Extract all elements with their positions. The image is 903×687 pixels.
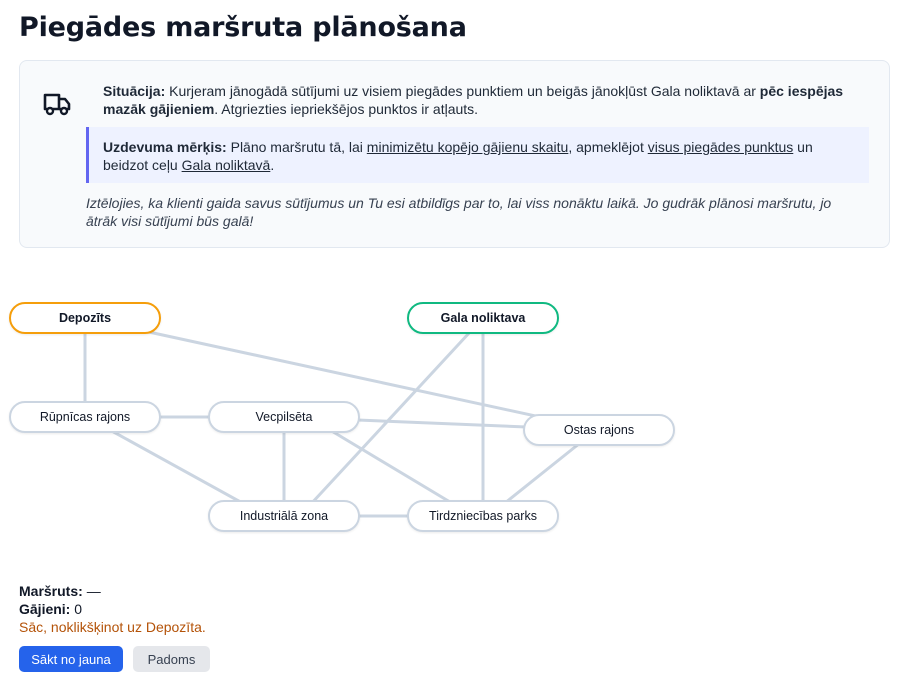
edge	[328, 428, 457, 507]
edge	[133, 327, 602, 432]
edge	[108, 428, 257, 512]
truck-icon	[43, 93, 71, 116]
node-old-town[interactable]: Vecpilsēta	[208, 401, 360, 433]
situation-body: Kurjeram jānogādā sūtījumi uz visiem pie…	[169, 83, 756, 99]
node-final-warehouse[interactable]: Gala noliktava	[407, 302, 559, 334]
situation-text: Situācija: Kurjeram jānogādā sūtījumi uz…	[103, 82, 868, 118]
node-shopping-park[interactable]: Tirdzniecības parks	[407, 500, 559, 532]
situation-label: Situācija:	[103, 83, 166, 99]
route-line: Maršruts: —	[19, 582, 206, 600]
hint-message: Sāc, noklikšķinot uz Depozīta.	[19, 619, 206, 635]
status-panel: Maršruts: — Gājieni: 0 Sāc, noklikšķinot…	[19, 582, 206, 636]
edge	[308, 330, 472, 507]
goal-highlight-moves: minimizētu kopējo gājienu skaitu	[366, 139, 569, 155]
goal-text: .	[270, 157, 275, 173]
moves-label: Gājieni:	[19, 601, 71, 617]
node-industrial-district[interactable]: Rūpnīcas rajons	[9, 401, 161, 433]
situation-tail: . Atgriezties iepriekšējos punktos ir at…	[214, 101, 479, 117]
goal-highlight-points: visus piegādes punktus	[647, 139, 794, 155]
goal-text: , apmeklējot	[568, 139, 644, 155]
moves-line: Gājieni: 0	[19, 600, 206, 618]
route-label: Maršruts:	[19, 583, 83, 599]
route-graph: Depozīts Gala noliktava Rūpnīcas rajons …	[0, 295, 700, 540]
scenario-card: Situācija: Kurjeram jānogādā sūtījumi uz…	[19, 60, 890, 248]
moves-value: 0	[74, 601, 83, 617]
goal-text: un beidzot ceļu	[103, 139, 813, 173]
goal-label: Uzdevuma mērķis:	[103, 139, 227, 155]
page-title: Piegādes maršruta plānošana	[19, 12, 467, 43]
edge	[503, 441, 582, 505]
node-depot[interactable]: Depozīts	[9, 302, 161, 334]
goal-highlight-final: Gala noliktavā	[181, 157, 271, 173]
situation-emphasis: pēc iespējas mazāk gājieniem	[103, 83, 844, 117]
restart-button[interactable]: Sākt no jauna	[19, 646, 123, 672]
node-industrial-zone[interactable]: Industriālā zona	[208, 500, 360, 532]
goal-text: Plāno maršrutu tā, lai	[230, 139, 363, 155]
goal-box: Uzdevuma mērķis: Plāno maršrutu tā, lai …	[86, 127, 869, 183]
imagine-text: Iztēlojies, ka klienti gaida savus sūtīj…	[86, 195, 832, 229]
hint-button[interactable]: Padoms	[133, 646, 210, 672]
route-value: —	[86, 583, 101, 599]
node-port-district[interactable]: Ostas rajons	[523, 414, 675, 446]
